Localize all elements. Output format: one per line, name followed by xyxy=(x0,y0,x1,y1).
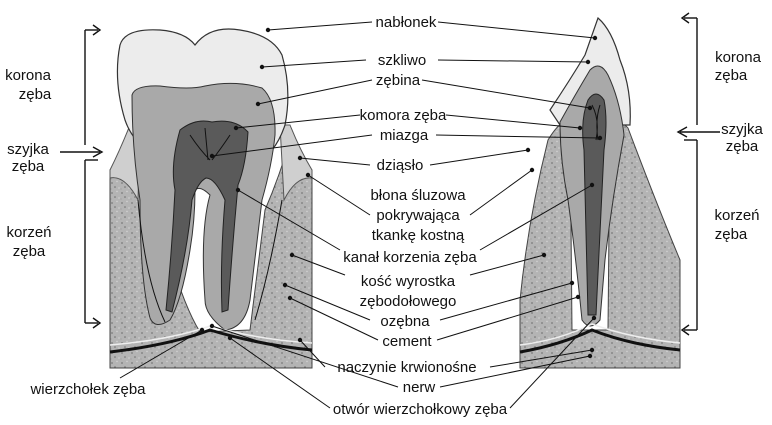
label-kosc-wyrostka: kość wyrostka xyxy=(361,273,456,290)
label-pokrywajaca: pokrywająca xyxy=(376,207,460,224)
label-korzen-left-2: zęba xyxy=(13,243,46,260)
left-brackets xyxy=(60,25,102,328)
label-wierzcholek-zeba: wierzchołek zęba xyxy=(29,381,146,398)
label-szyjka-left-2: zęba xyxy=(12,158,45,175)
label-korona-right-2: zęba xyxy=(715,67,748,84)
label-nablonek: nabłonek xyxy=(376,14,437,31)
right-brackets xyxy=(678,13,720,335)
label-ozebna: ozębna xyxy=(380,313,430,330)
label-dziaslo: dziąsło xyxy=(377,157,424,174)
label-kanal-korzenia: kanał korzenia zęba xyxy=(343,249,477,266)
label-zebina: zębina xyxy=(376,72,421,89)
label-szyjka-left: szyjka xyxy=(7,141,49,158)
label-korona-left: korona xyxy=(5,67,52,84)
label-miazga: miazga xyxy=(380,127,429,144)
label-naczynie-krwionosne: naczynie krwionośne xyxy=(337,359,476,376)
molar-dentin xyxy=(132,83,275,330)
label-zebodolowego: zębodołowego xyxy=(360,293,457,310)
label-korzen-right-2: zęba xyxy=(715,226,748,243)
label-korzen-right: korzeń xyxy=(714,207,759,224)
label-szyjka-right: szyjka xyxy=(721,121,763,138)
molar-tooth xyxy=(110,29,312,368)
label-nerw: nerw xyxy=(403,379,436,396)
label-korzen-left: korzeń xyxy=(6,224,51,241)
label-korona-left-2: zęba xyxy=(19,86,52,103)
label-blona-sluzowa: błona śluzowa xyxy=(370,187,466,204)
label-otwor-wierzcholkowy: otwór wierzchołkowy zęba xyxy=(333,401,508,418)
center-labels: nabłonek szkliwo zębina komora zęba miaz… xyxy=(333,14,508,418)
label-komora-zeba: komora zęba xyxy=(360,107,447,124)
label-tkanke-kostna: tkankę kostną xyxy=(372,227,465,244)
label-korona-right: korona xyxy=(715,49,762,66)
label-szkliwo: szkliwo xyxy=(378,52,426,69)
label-szyjka-right-2: zęba xyxy=(726,138,759,155)
label-cement: cement xyxy=(382,333,432,350)
incisor-tooth xyxy=(520,18,680,368)
